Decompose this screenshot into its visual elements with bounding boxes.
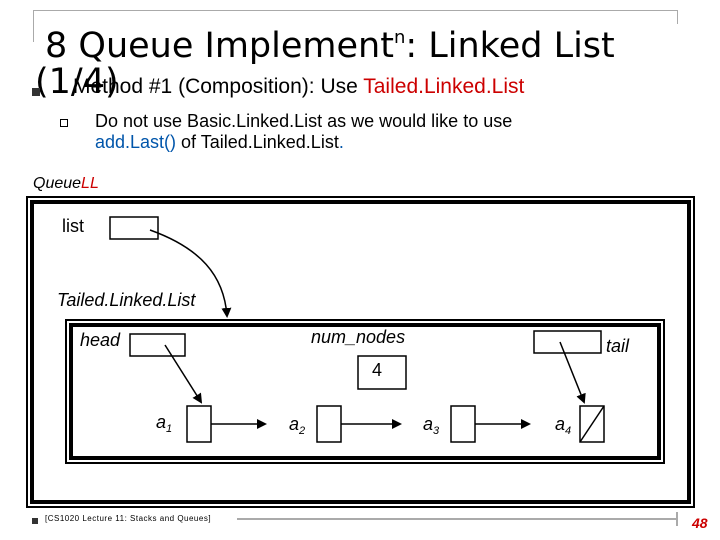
num-nodes-value: 4 bbox=[372, 360, 383, 380]
tailed-linked-list-frame-inner bbox=[69, 323, 661, 460]
node-3-next-box bbox=[450, 405, 476, 443]
head-pointer-arrow bbox=[164, 344, 203, 404]
title-right-rule bbox=[677, 10, 678, 24]
tail-field-label: tail bbox=[606, 336, 630, 356]
head-field-box bbox=[129, 333, 186, 357]
slide-title-part: (1/4) bbox=[35, 62, 119, 102]
list-field-box bbox=[109, 216, 159, 240]
sub-bullet-hollow-square-icon bbox=[60, 119, 68, 127]
node-4-label: a4 bbox=[555, 414, 572, 437]
bullet-square-icon bbox=[32, 88, 40, 96]
bullet-method-text: Method #1 (Composition): Use Tailed.Link… bbox=[73, 75, 525, 98]
num-nodes-box bbox=[357, 355, 407, 390]
queue-ll-label: QueueLL bbox=[33, 175, 99, 192]
page-number: 48 bbox=[692, 515, 708, 531]
queue-ll-frame bbox=[26, 196, 695, 508]
sub-bullet-text: Do not use Basic.Linked.List as we would… bbox=[95, 111, 513, 152]
list-field-label: list bbox=[62, 216, 84, 236]
tail-pointer-arrow bbox=[559, 341, 586, 404]
node-1-label: a1 bbox=[156, 412, 173, 435]
head-field-label: head bbox=[80, 330, 121, 350]
footer-bullet-icon bbox=[32, 518, 38, 524]
node-4-null-slash bbox=[579, 405, 605, 443]
node-2-label: a2 bbox=[289, 414, 306, 437]
node-3-label: a3 bbox=[423, 414, 440, 437]
list-pointer-arrow bbox=[149, 229, 232, 318]
num-nodes-label: num_nodes bbox=[311, 327, 406, 347]
footer-lecture-label: [CS1020 Lecture 11: Stacks and Queues] bbox=[45, 514, 212, 523]
tailed-linked-list-label: Tailed.Linked.List bbox=[57, 290, 196, 310]
queue-ll-frame-inner bbox=[30, 200, 691, 504]
tailed-linked-list-frame bbox=[65, 319, 665, 464]
title-left-rule bbox=[33, 10, 34, 42]
node-2-next-box bbox=[316, 405, 342, 443]
title-top-rule bbox=[33, 10, 677, 11]
slide-title: 8 Queue Implementn: Linked List bbox=[45, 26, 615, 66]
tail-field-box bbox=[533, 330, 602, 354]
node-1-next-box bbox=[186, 405, 212, 443]
